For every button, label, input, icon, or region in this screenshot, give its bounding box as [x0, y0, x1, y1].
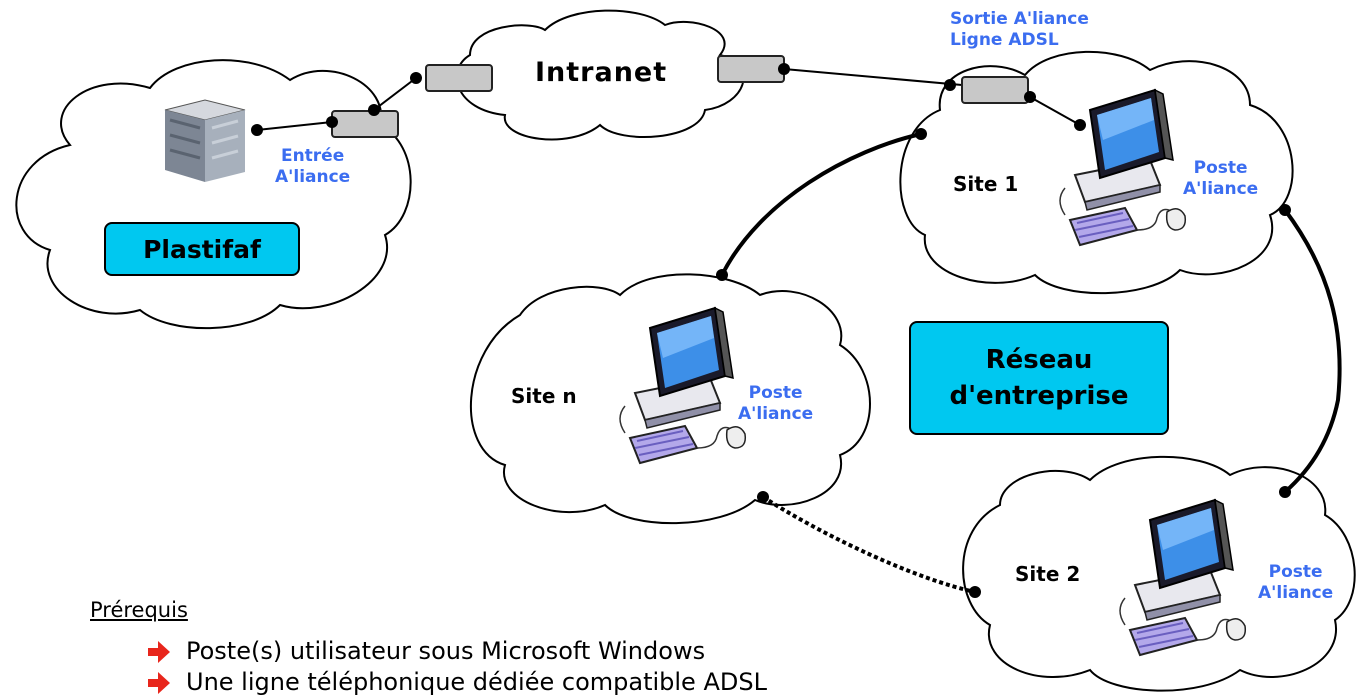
cloud-label-site2: Site 2	[1015, 562, 1081, 586]
prerequis-title: Prérequis	[90, 598, 188, 622]
server-icon	[164, 99, 246, 182]
plug-sortie	[961, 76, 1029, 104]
cloud-plastifaf	[15, 59, 412, 330]
label-poste-siten: Poste A'liance	[738, 383, 814, 424]
arrow-bullet-icon	[148, 672, 170, 694]
box-plastifaf: Plastifaf	[104, 222, 300, 276]
prerequis-item: Poste(s) utilisateur sous Microsoft Wind…	[186, 637, 706, 665]
box-reseau-entreprise: Réseau d'entreprise	[909, 321, 1169, 435]
arrow-bullet-icon	[148, 641, 170, 663]
plug-intranet-right	[717, 55, 785, 83]
plug-entree	[331, 110, 399, 138]
plug-intranet-left	[425, 64, 493, 92]
cloud-intranet	[455, 9, 745, 141]
label-sortie: Sortie A'liance Ligne ADSL	[950, 9, 1089, 50]
label-poste-site2: Poste A'liance	[1258, 562, 1334, 603]
cloud-label-intranet: Intranet	[535, 57, 668, 88]
prerequis-item: Une ligne téléphonique dédiée compatible…	[186, 668, 767, 696]
label-poste-site1: Poste A'liance	[1183, 158, 1259, 199]
cloud-label-site1: Site 1	[953, 172, 1019, 196]
cloud-label-siten: Site n	[511, 384, 577, 408]
label-entree: Entrée A'liance	[275, 146, 351, 187]
